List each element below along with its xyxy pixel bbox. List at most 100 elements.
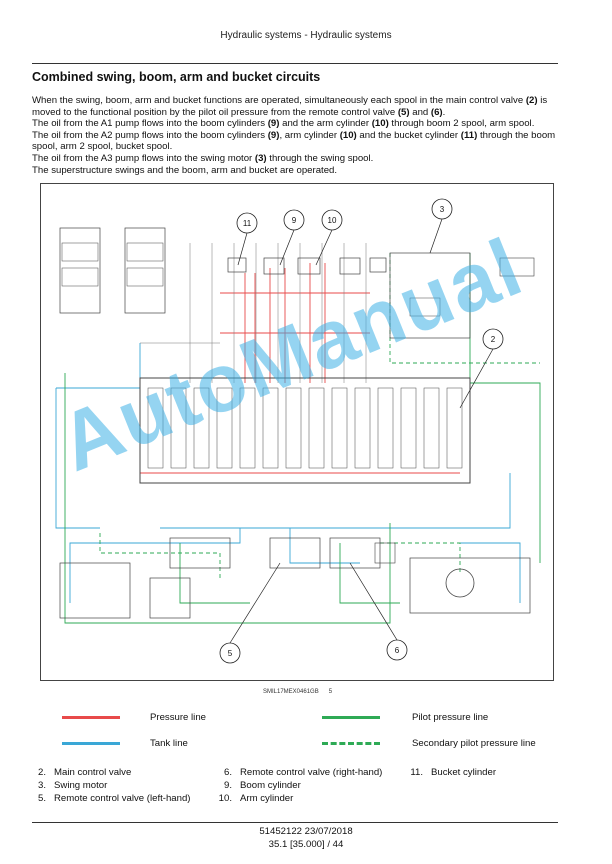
part-row: 11.Bucket cylinder bbox=[410, 767, 497, 778]
callout-leader bbox=[459, 348, 494, 409]
paragraph-5: The superstructure swings and the boom, … bbox=[32, 164, 338, 176]
tank-line bbox=[56, 343, 141, 389]
regulator-block bbox=[124, 227, 166, 314]
callout-number: 6 bbox=[395, 646, 400, 655]
callout-number: 3 bbox=[440, 205, 445, 214]
callout-leader bbox=[237, 232, 248, 266]
callout-leader bbox=[315, 229, 333, 266]
secondary-pilot-line bbox=[380, 542, 461, 573]
joystick-symbol bbox=[499, 257, 535, 277]
tank-line bbox=[69, 528, 241, 603]
part-row: 6.Remote control valve (right-hand) bbox=[223, 767, 383, 778]
callout-circle bbox=[236, 212, 258, 234]
valve-spool bbox=[193, 387, 210, 469]
part-row: 10.Arm cylinder bbox=[218, 793, 294, 804]
valve-spool bbox=[216, 387, 233, 469]
lower-left-block bbox=[59, 562, 131, 619]
regulator-sub bbox=[61, 267, 99, 287]
part-row: 9.Boom cylinder bbox=[223, 780, 301, 791]
tank-line bbox=[460, 542, 521, 603]
cylinder-head bbox=[369, 257, 387, 273]
callout-circle bbox=[431, 198, 453, 220]
legend-tank-swatch bbox=[62, 742, 120, 745]
callout-circle bbox=[386, 639, 408, 661]
valve-spool bbox=[308, 387, 325, 469]
legend-tank-label: Tank line bbox=[150, 738, 188, 749]
diagram-code-text: SMIL17MEX0461GB bbox=[263, 689, 319, 695]
bucket-cylinder bbox=[263, 257, 285, 275]
legend-pilot-label: Pilot pressure line bbox=[412, 712, 489, 723]
paragraph-2: The oil from the A1 pump flows into the … bbox=[32, 118, 535, 130]
callout-leader bbox=[279, 229, 295, 266]
section-title: Combined swing, boom, arm and bucket cir… bbox=[32, 70, 321, 84]
legend-secondary-pilot-label: Secondary pilot pressure line bbox=[412, 738, 536, 749]
callout-number: 5 bbox=[228, 649, 233, 658]
valve-spool bbox=[262, 387, 279, 469]
swing-motor-block bbox=[389, 252, 471, 339]
remote-control-valve-left-block bbox=[169, 537, 231, 569]
regulator-sub bbox=[126, 267, 164, 287]
legend-pilot-swatch bbox=[322, 716, 380, 719]
callout-leader bbox=[349, 562, 398, 641]
parts-col-2: 6.Remote control valve (right-hand) 9.Bo… bbox=[212, 766, 383, 805]
valve-spool bbox=[354, 387, 371, 469]
pilot-line bbox=[64, 373, 391, 624]
legend-pressure-label: Pressure line bbox=[150, 712, 206, 723]
callout-circle bbox=[321, 209, 343, 231]
valve-spool bbox=[285, 387, 302, 469]
remote-control-valve-right-block bbox=[329, 537, 381, 569]
diagram-code: SMIL17MEX0461GB 5 bbox=[263, 689, 332, 695]
callout-circle bbox=[283, 209, 305, 231]
tank-line bbox=[289, 528, 360, 564]
tank-line bbox=[55, 388, 100, 529]
callout-leader bbox=[429, 218, 443, 254]
callout-number: 11 bbox=[243, 219, 252, 228]
pump-block bbox=[409, 557, 531, 614]
lower-left-block bbox=[149, 577, 191, 619]
valve-spool bbox=[147, 387, 164, 469]
valve-spool bbox=[446, 387, 463, 469]
valve-spool bbox=[239, 387, 256, 469]
parts-col-3: 11.Bucket cylinder bbox=[403, 766, 496, 779]
valve-spool bbox=[400, 387, 417, 469]
callout-number: 2 bbox=[491, 335, 496, 344]
remote-control-valve-left-block bbox=[269, 537, 321, 569]
legend-pressure-swatch bbox=[62, 716, 120, 719]
regulator-block bbox=[59, 227, 101, 314]
callout-circle bbox=[482, 328, 504, 350]
boom-cylinder bbox=[297, 257, 321, 275]
pilot-line bbox=[469, 253, 541, 563]
paragraph-3: The oil from the A2 pump flows into the … bbox=[32, 129, 556, 153]
diagram-border bbox=[40, 183, 554, 681]
valve-spool bbox=[170, 387, 187, 469]
legend-secondary-pilot-swatch bbox=[322, 742, 380, 745]
valve-spool bbox=[377, 387, 394, 469]
footer-rule bbox=[32, 822, 558, 823]
part-row: 5.Remote control valve (left-hand) bbox=[37, 793, 191, 804]
figure-number: 5 bbox=[328, 689, 333, 695]
valve-spool bbox=[331, 387, 348, 469]
tank-line bbox=[160, 473, 511, 529]
part-row: 3.Swing motor bbox=[37, 780, 108, 791]
paragraph-4: The oil from the A3 pump flows into the … bbox=[32, 152, 374, 164]
secondary-pilot-line bbox=[389, 253, 540, 364]
main-control-valve bbox=[139, 377, 471, 484]
part-row: 2.Main control valve bbox=[37, 767, 132, 778]
footer-page: 35.1 [35.000] / 44 bbox=[268, 839, 344, 850]
pump-symbol bbox=[445, 568, 475, 598]
header-rule bbox=[32, 63, 558, 64]
regulator-sub bbox=[61, 242, 99, 262]
running-header: Hydraulic systems - Hydraulic systems bbox=[220, 30, 392, 41]
callout-number: 10 bbox=[328, 216, 337, 225]
arm-cylinder bbox=[339, 257, 361, 275]
pilot-line bbox=[179, 543, 250, 604]
callout-circle bbox=[219, 642, 241, 664]
secondary-pilot-line bbox=[99, 533, 221, 578]
regulator-sub bbox=[126, 242, 164, 262]
valve-spool bbox=[423, 387, 440, 469]
body-text: When the swing, boom, arm and bucket fun… bbox=[32, 95, 560, 176]
footer-doc: 51452122 23/07/2018 bbox=[259, 826, 353, 837]
paragraph-1: When the swing, boom, arm and bucket fun… bbox=[32, 95, 548, 118]
cylinder-head bbox=[227, 257, 247, 273]
